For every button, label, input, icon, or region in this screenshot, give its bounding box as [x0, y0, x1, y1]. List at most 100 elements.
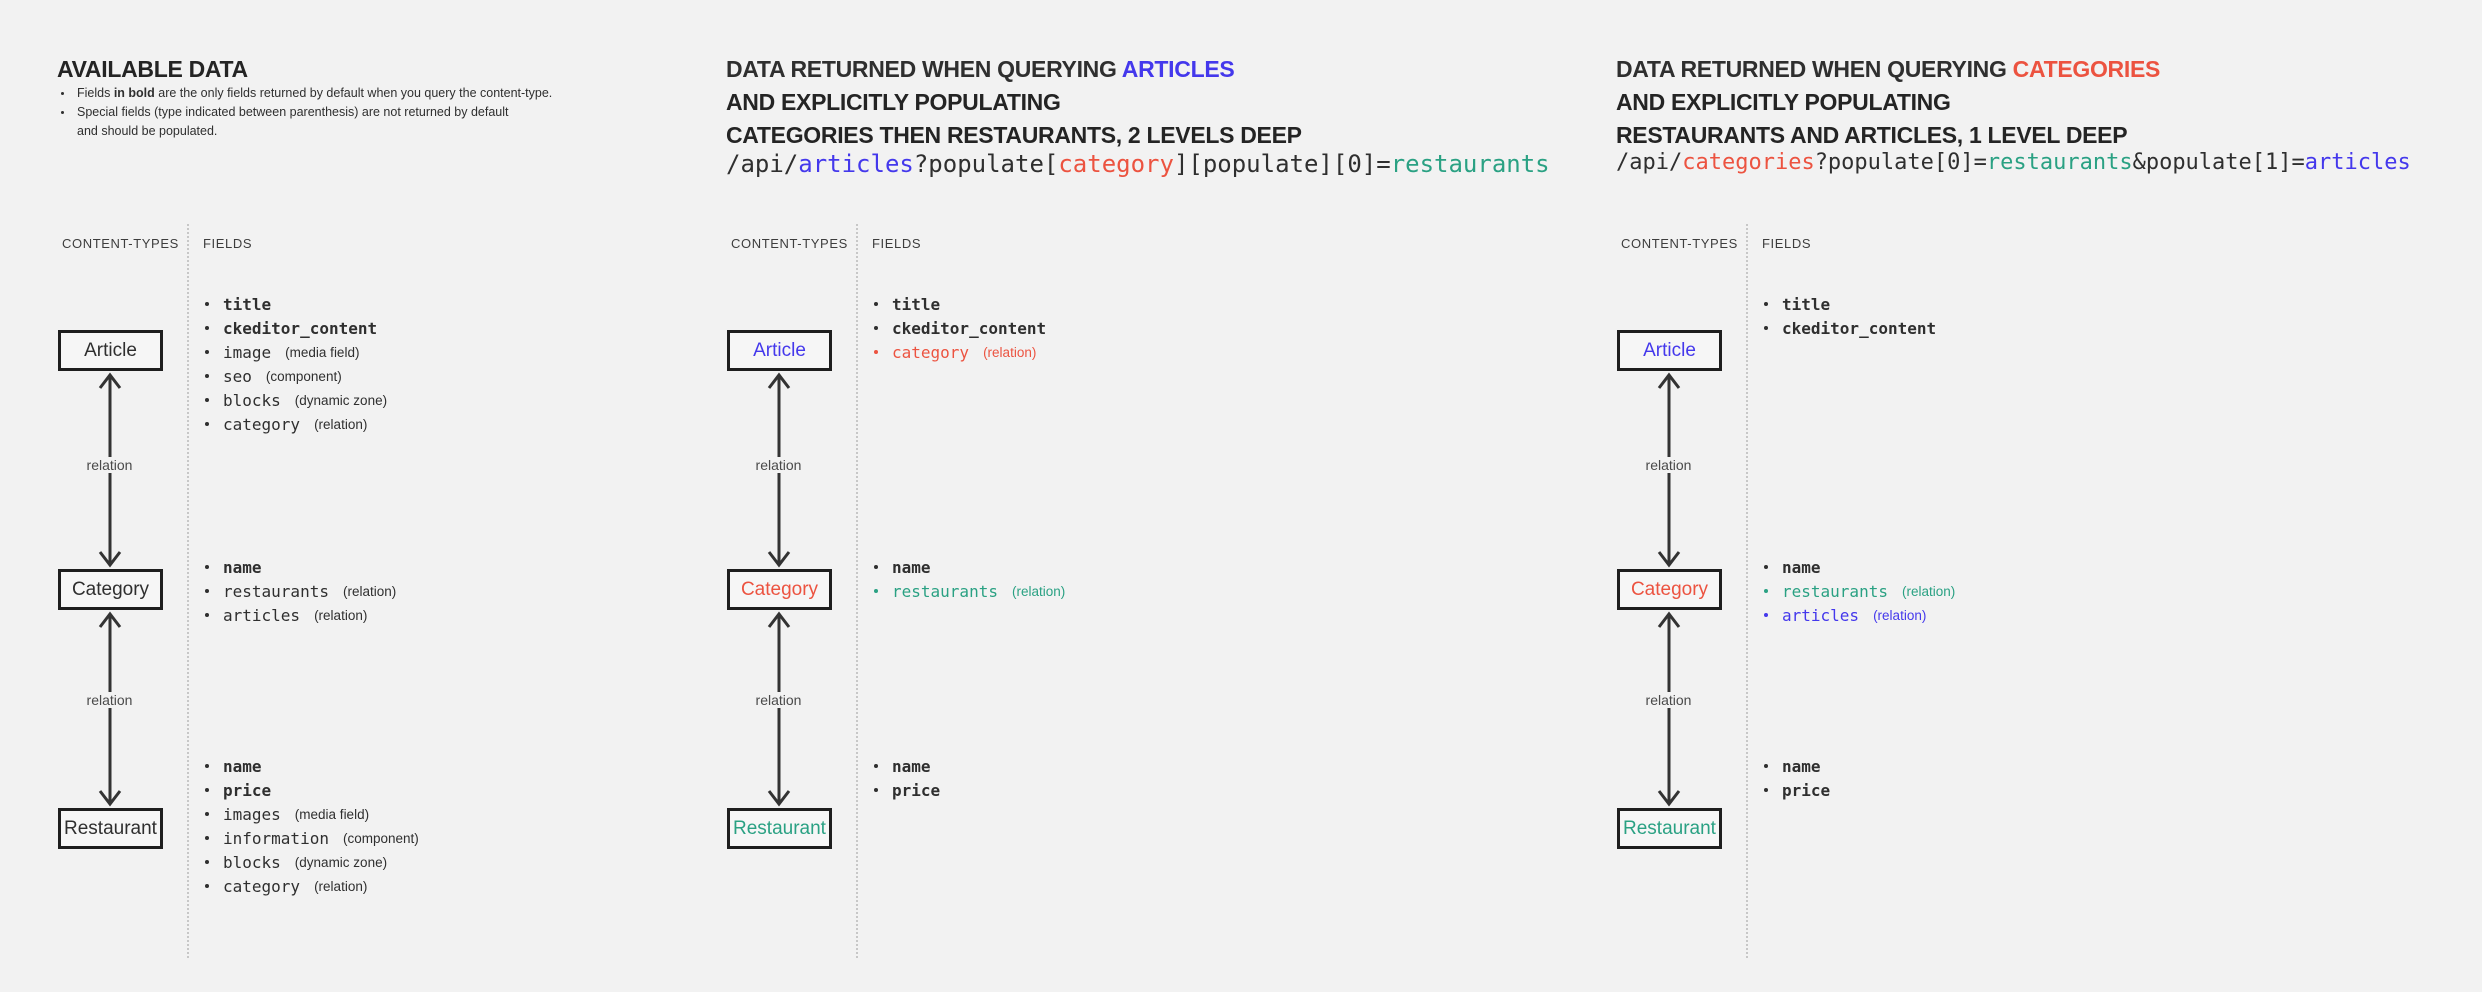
field-item: blocks(dynamic zone): [203, 850, 673, 874]
field-name: restaurants: [1782, 581, 1888, 601]
url-segment: restaurants: [1390, 150, 1550, 178]
bullet-icon: [874, 326, 878, 330]
note-text: and should be populated.: [77, 124, 218, 138]
field-item: restaurants (relation): [1762, 579, 2232, 603]
bullet-icon: [1764, 326, 1768, 330]
bullet-icon: [205, 326, 209, 330]
bullet-icon: [205, 374, 209, 378]
notes: Fields in bold are the only fields retur…: [59, 84, 552, 141]
relation-label: relation: [57, 457, 162, 473]
content-type-box-article: Article: [58, 330, 163, 371]
bullet-icon: [874, 589, 878, 593]
field-type: (relation): [1011, 583, 1066, 599]
field-item: price: [872, 778, 1342, 802]
content-type-box-category: Category: [58, 569, 163, 610]
field-type: (relation): [342, 583, 397, 599]
field-item: category(relation): [203, 874, 673, 898]
field-name: price: [1782, 780, 1831, 800]
field-name: ckeditor_content: [223, 318, 378, 338]
field-name: title: [892, 294, 941, 314]
bullet-icon: [874, 788, 878, 792]
field-item: name: [872, 555, 1342, 579]
box-label: Category: [71, 578, 150, 600]
field-name: price: [892, 780, 941, 800]
heading-line: CATEGORIES THEN RESTAURANTS, 2 LEVELS DE…: [726, 122, 1302, 149]
field-item: articles (relation): [1762, 603, 2232, 627]
relation-arrow-icon: [98, 611, 122, 807]
content-type-box-article: Article: [727, 330, 832, 371]
note-item: Fields in bold are the only fields retur…: [59, 84, 552, 103]
bullet-icon: [205, 398, 209, 402]
panel-query-categories: DATA RETURNED WHEN QUERYING CATEGORIES A…: [1616, 0, 2476, 992]
heading-segment: CATEGORIES: [2012, 56, 2161, 83]
box-label: Article: [753, 339, 806, 361]
field-item: title: [203, 292, 673, 316]
field-item: restaurants (relation): [203, 579, 673, 603]
heading-line: RESTAURANTS AND ARTICLES, 1 LEVEL DEEP: [1616, 122, 2128, 149]
heading-line: AND EXPLICITLY POPULATING: [1616, 89, 1951, 116]
field-group-article: title ckeditor_content: [1762, 292, 2232, 340]
content-type-box-restaurant: Restaurant: [727, 808, 832, 849]
field-name: ckeditor_content: [1782, 318, 1937, 338]
bullet-icon: [1764, 565, 1768, 569]
bullet-icon: [874, 350, 878, 354]
bullet-icon: [61, 111, 64, 114]
bullet-icon: [1764, 613, 1768, 617]
box-label: Category: [1630, 578, 1709, 600]
field-name: name: [1782, 557, 1821, 577]
field-item: articles(relation): [203, 603, 673, 627]
field-type: (dynamic zone): [294, 392, 388, 408]
field-name: name: [892, 756, 931, 776]
field-type: (component): [342, 830, 419, 846]
bullet-icon: [1764, 788, 1768, 792]
field-item: information(component): [203, 826, 673, 850]
bullet-icon: [205, 860, 209, 864]
field-type: (component): [265, 368, 342, 384]
url-segment: ][populate][0]=: [1173, 150, 1391, 178]
heading-line: DATA RETURNED WHEN QUERYING ARTICLES: [726, 53, 1302, 86]
url-segment: /api/: [1616, 150, 1683, 175]
url-segment: restaurants: [1986, 150, 2133, 175]
field-item: price: [1762, 778, 2232, 802]
box-label: Category: [740, 578, 819, 600]
relation-label: relation: [1616, 692, 1721, 708]
box-label: Restaurant: [1623, 817, 1716, 839]
heading-segment: DATA RETURNED WHEN QUERYING: [1616, 56, 2013, 83]
field-item: images(media field): [203, 802, 673, 826]
note-text: Fields in bold are the only fields retur…: [77, 86, 553, 100]
field-type: (relation): [1873, 607, 1927, 623]
field-name: title: [1782, 294, 1831, 314]
url-segment: /api/: [726, 150, 799, 178]
field-item: restaurants(relation): [872, 579, 1342, 603]
field-type: (dynamic zone): [294, 854, 388, 870]
field-item: image(media field): [203, 340, 673, 364]
url-segment: ?populate[0]=: [1814, 150, 1987, 175]
url-segment: ?populate[: [913, 150, 1059, 178]
box-label: Restaurant: [64, 817, 157, 839]
bullet-icon: [874, 764, 878, 768]
field-type: (relation): [1901, 583, 1956, 599]
content-types-column-header: CONTENT-TYPES: [731, 236, 848, 251]
relation-label: relation: [726, 457, 831, 473]
panel-heading: DATA RETURNED WHEN QUERYING ARTICLES AND…: [726, 53, 1302, 152]
relation-label: relation: [726, 692, 831, 708]
field-name: image: [223, 342, 272, 362]
bullet-icon: [205, 589, 209, 593]
field-item: name: [1762, 754, 2232, 778]
content-types-column-header: CONTENT-TYPES: [1621, 236, 1738, 251]
field-group-restaurant: name price: [872, 754, 1342, 802]
field-name: restaurants: [223, 581, 329, 601]
note-text: Special fields (type indicated between p…: [77, 105, 509, 119]
url-segment: articles: [798, 150, 914, 178]
field-item: title: [1762, 292, 2232, 316]
field-item: category(relation): [203, 412, 673, 436]
field-name: articles: [223, 605, 301, 625]
field-name: articles: [1782, 605, 1860, 625]
bullet-icon: [1764, 764, 1768, 768]
content-types-column-header: CONTENT-TYPES: [62, 236, 179, 251]
